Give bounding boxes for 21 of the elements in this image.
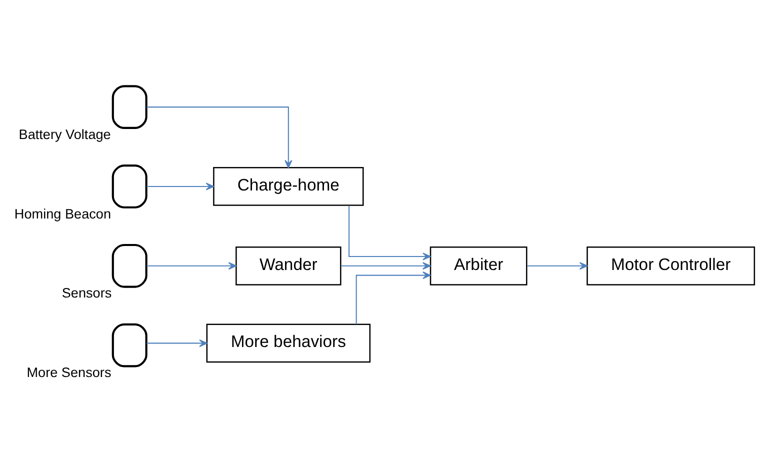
node-label: More Sensors (26, 365, 112, 380)
node-box: Arbiter (430, 246, 528, 286)
arrow (340, 262, 431, 270)
arrow (146, 262, 237, 270)
arrow (527, 262, 588, 270)
node-label: Homing Beacon (14, 206, 112, 222)
node-box: Wander (236, 246, 342, 286)
node-label: Battery Voltage (18, 126, 111, 142)
arrow (146, 339, 208, 348)
arrow (146, 106, 292, 168)
node-box: Motor Controller (586, 246, 756, 286)
node-box: More behaviors (206, 324, 371, 363)
node-label: Sensors (62, 286, 112, 301)
arrow (356, 271, 431, 324)
arrow (348, 206, 431, 260)
node-box (112, 323, 148, 368)
node-box (112, 85, 148, 130)
arrow (146, 182, 214, 190)
node-box (112, 164, 148, 208)
node-box (112, 244, 148, 288)
node-box: Charge-home (213, 167, 364, 206)
